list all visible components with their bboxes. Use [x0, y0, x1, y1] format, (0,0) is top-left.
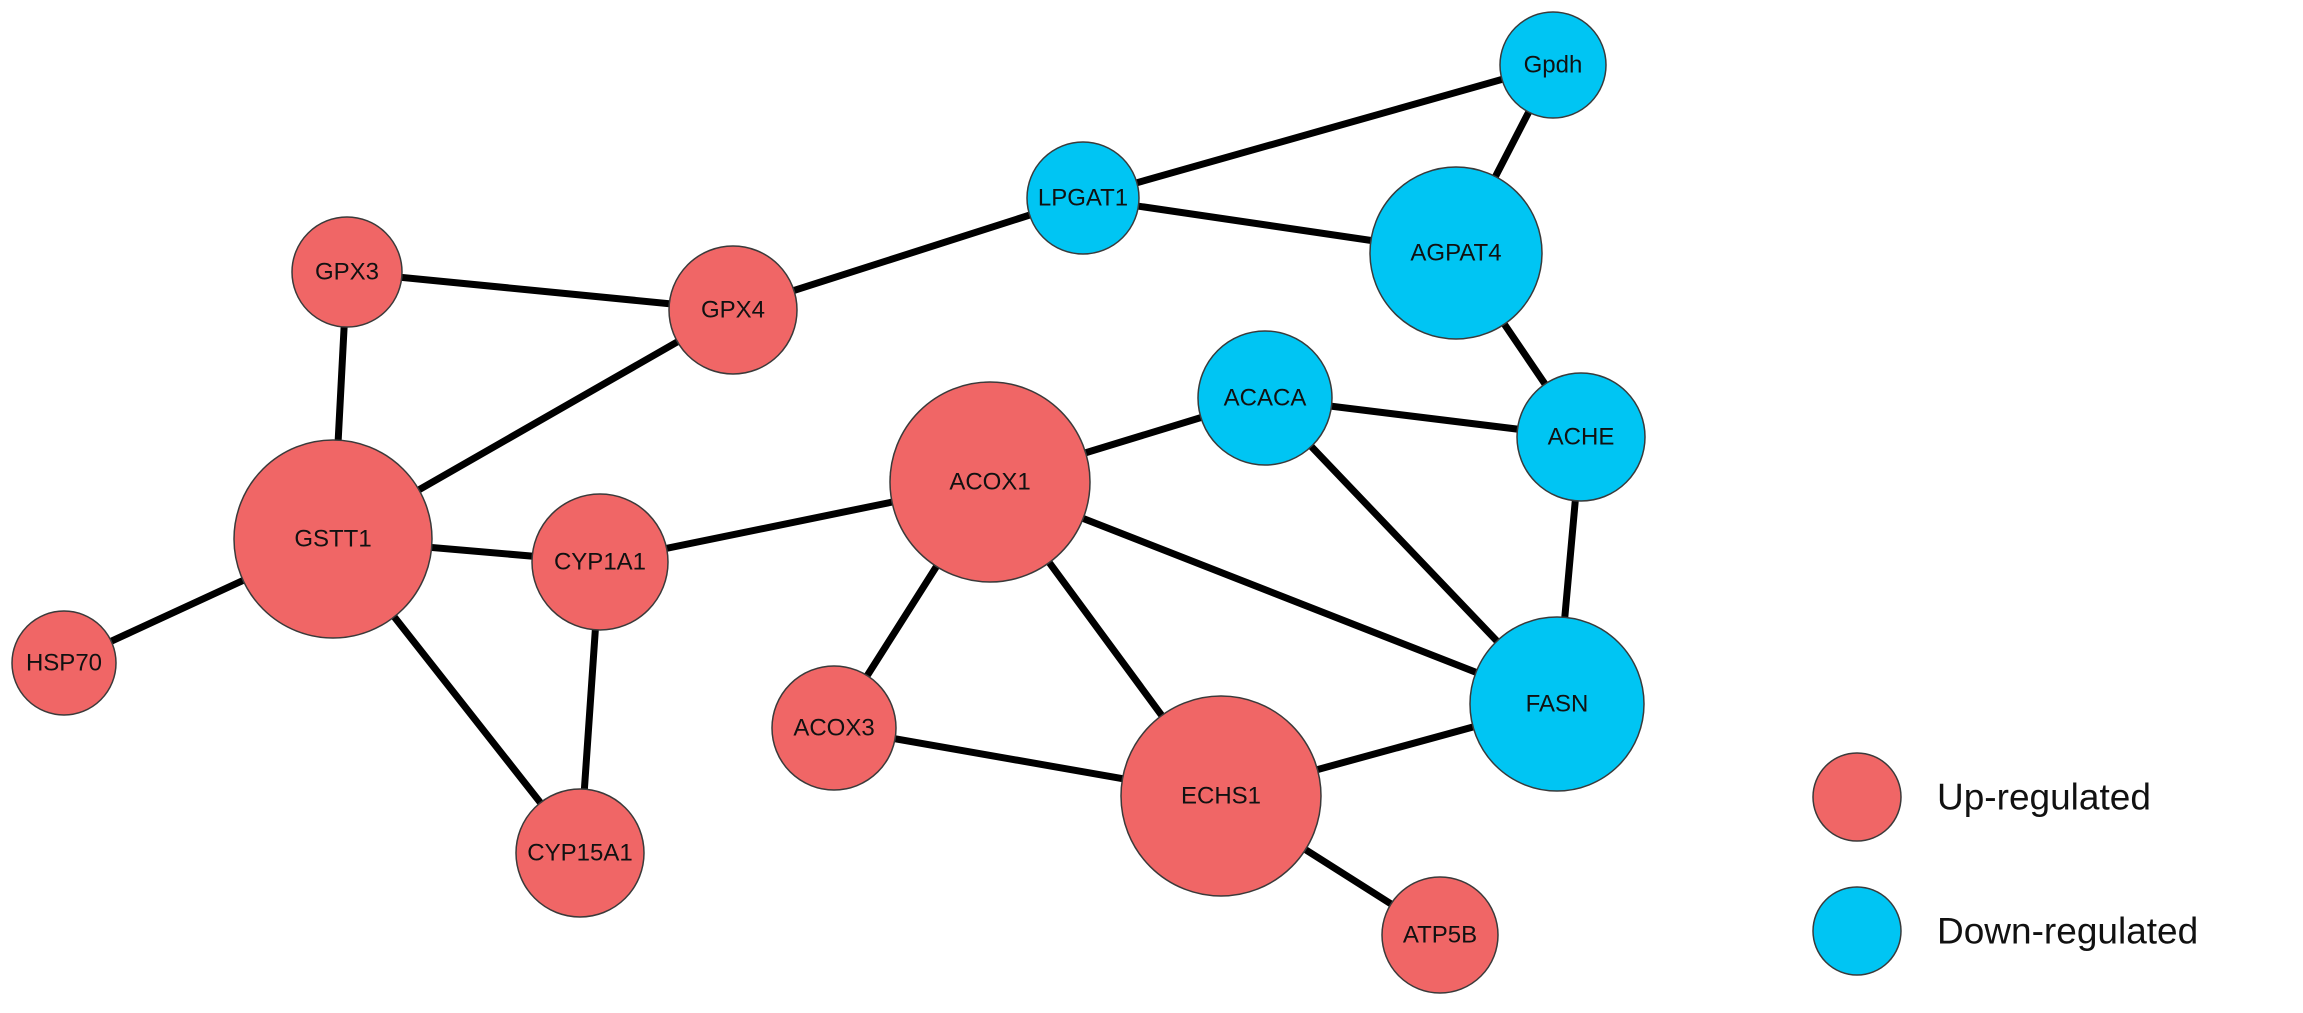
node-circle-agpat4: [1369, 166, 1543, 340]
node-label-acaca: ACACA: [1224, 385, 1307, 412]
node-acaca: ACACA: [1197, 330, 1333, 466]
legend-down-label: Down-regulated: [1937, 911, 2198, 952]
node-label-agpat4: AGPAT4: [1410, 240, 1501, 267]
node-circle-gpdh: [1499, 11, 1607, 119]
node-circle-hsp70: [11, 610, 117, 716]
node-label-lpgat1: LPGAT1: [1038, 185, 1128, 212]
node-circle-acaca: [1197, 330, 1333, 466]
node-circle-lpgat1: [1026, 141, 1140, 255]
node-circle-ache: [1516, 372, 1646, 502]
node-atp5b: ATP5B: [1381, 876, 1499, 994]
node-label-cyp1a1: CYP1A1: [554, 549, 646, 576]
node-fasn: FASN: [1469, 616, 1645, 792]
node-circle-acox1: [889, 381, 1091, 583]
node-circle-cyp1a1: [531, 493, 669, 631]
node-label-gpx4: GPX4: [701, 297, 765, 324]
node-label-acox1: ACOX1: [949, 469, 1030, 496]
node-label-fasn: FASN: [1526, 691, 1589, 718]
node-label-gpx3: GPX3: [315, 259, 379, 286]
node-agpat4: AGPAT4: [1369, 166, 1543, 340]
node-label-ache: ACHE: [1548, 424, 1615, 451]
node-echs1: ECHS1: [1120, 695, 1322, 897]
node-gpx3: GPX3: [291, 216, 403, 328]
node-label-acox3: ACOX3: [793, 715, 874, 742]
node-circle-acox3: [771, 665, 897, 791]
node-lpgat1: LPGAT1: [1026, 141, 1140, 255]
node-circle-atp5b: [1381, 876, 1499, 994]
node-circle-gstt1: [233, 439, 433, 639]
legend: Up-regulated Down-regulated: [1812, 752, 2198, 976]
legend-down-swatch: [1812, 886, 1902, 976]
node-gstt1: GSTT1: [233, 439, 433, 639]
node-hsp70: HSP70: [11, 610, 117, 716]
edge-gpdh-lpgat1: [1079, 61, 1557, 202]
node-label-hsp70: HSP70: [26, 650, 102, 677]
legend-up-label: Up-regulated: [1937, 777, 2151, 818]
node-label-gstt1: GSTT1: [294, 526, 371, 553]
legend-up-swatch: [1812, 752, 1902, 842]
node-label-echs1: ECHS1: [1181, 783, 1261, 810]
node-acox1: ACOX1: [889, 381, 1091, 583]
node-gpx4: GPX4: [668, 245, 798, 375]
edge-acox1-fasn: [986, 478, 1561, 708]
node-label-gpdh: Gpdh: [1524, 52, 1583, 79]
node-circle-fasn: [1469, 616, 1645, 792]
node-gpdh: Gpdh: [1499, 11, 1607, 119]
node-cyp1a1: CYP1A1: [531, 493, 669, 631]
node-ache: ACHE: [1516, 372, 1646, 502]
node-label-cyp15a1: CYP15A1: [527, 840, 632, 867]
node-circle-gpx4: [668, 245, 798, 375]
node-cyp15a1: CYP15A1: [515, 788, 645, 918]
node-label-atp5b: ATP5B: [1403, 922, 1477, 949]
node-circle-cyp15a1: [515, 788, 645, 918]
node-acox3: ACOX3: [771, 665, 897, 791]
node-circle-gpx3: [291, 216, 403, 328]
node-circle-echs1: [1120, 695, 1322, 897]
